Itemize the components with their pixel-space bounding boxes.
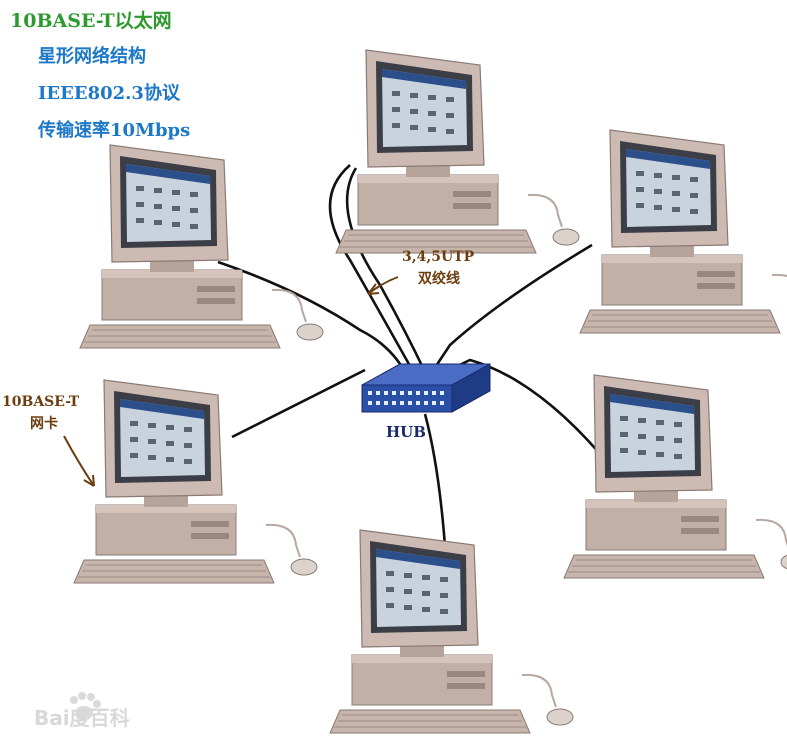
computer-lower-left: [73, 379, 318, 584]
computer-upper-right: [579, 129, 787, 334]
cable-lower-right: [444, 358, 614, 469]
cable-type-label: 3,4,5UTP: [402, 249, 475, 265]
hub-device: [361, 363, 491, 413]
rate-label: 传输速率10Mbps: [38, 120, 191, 141]
annotation-arrows: [63, 276, 399, 487]
watermark: Bai度百科: [34, 706, 130, 730]
computer-bottom: [329, 529, 574, 734]
cable-top: [328, 164, 417, 376]
hub-label: HUB: [386, 423, 426, 441]
cable-upper-left: [217, 260, 407, 373]
topology-label: 星形网络结构: [38, 46, 146, 67]
computer-lower-right: [563, 374, 787, 579]
cable-name-label: 双绞线: [418, 271, 460, 287]
nic-arrow: [63, 435, 95, 487]
nic-type-label: 10BASE-T: [2, 394, 80, 410]
nic-name-label: 网卡: [30, 416, 58, 432]
cable-upper-right: [430, 243, 593, 373]
diagram-title: 10BASE-T以太网: [10, 10, 172, 32]
computer-upper-left: [79, 144, 324, 349]
computer-top: [335, 49, 580, 254]
watermark-paw-icon: [70, 692, 101, 720]
cable-lower-left: [231, 368, 366, 439]
cables: [217, 164, 614, 561]
cable-bottom: [423, 413, 448, 561]
protocol-label: IEEE802.3协议: [38, 83, 180, 104]
